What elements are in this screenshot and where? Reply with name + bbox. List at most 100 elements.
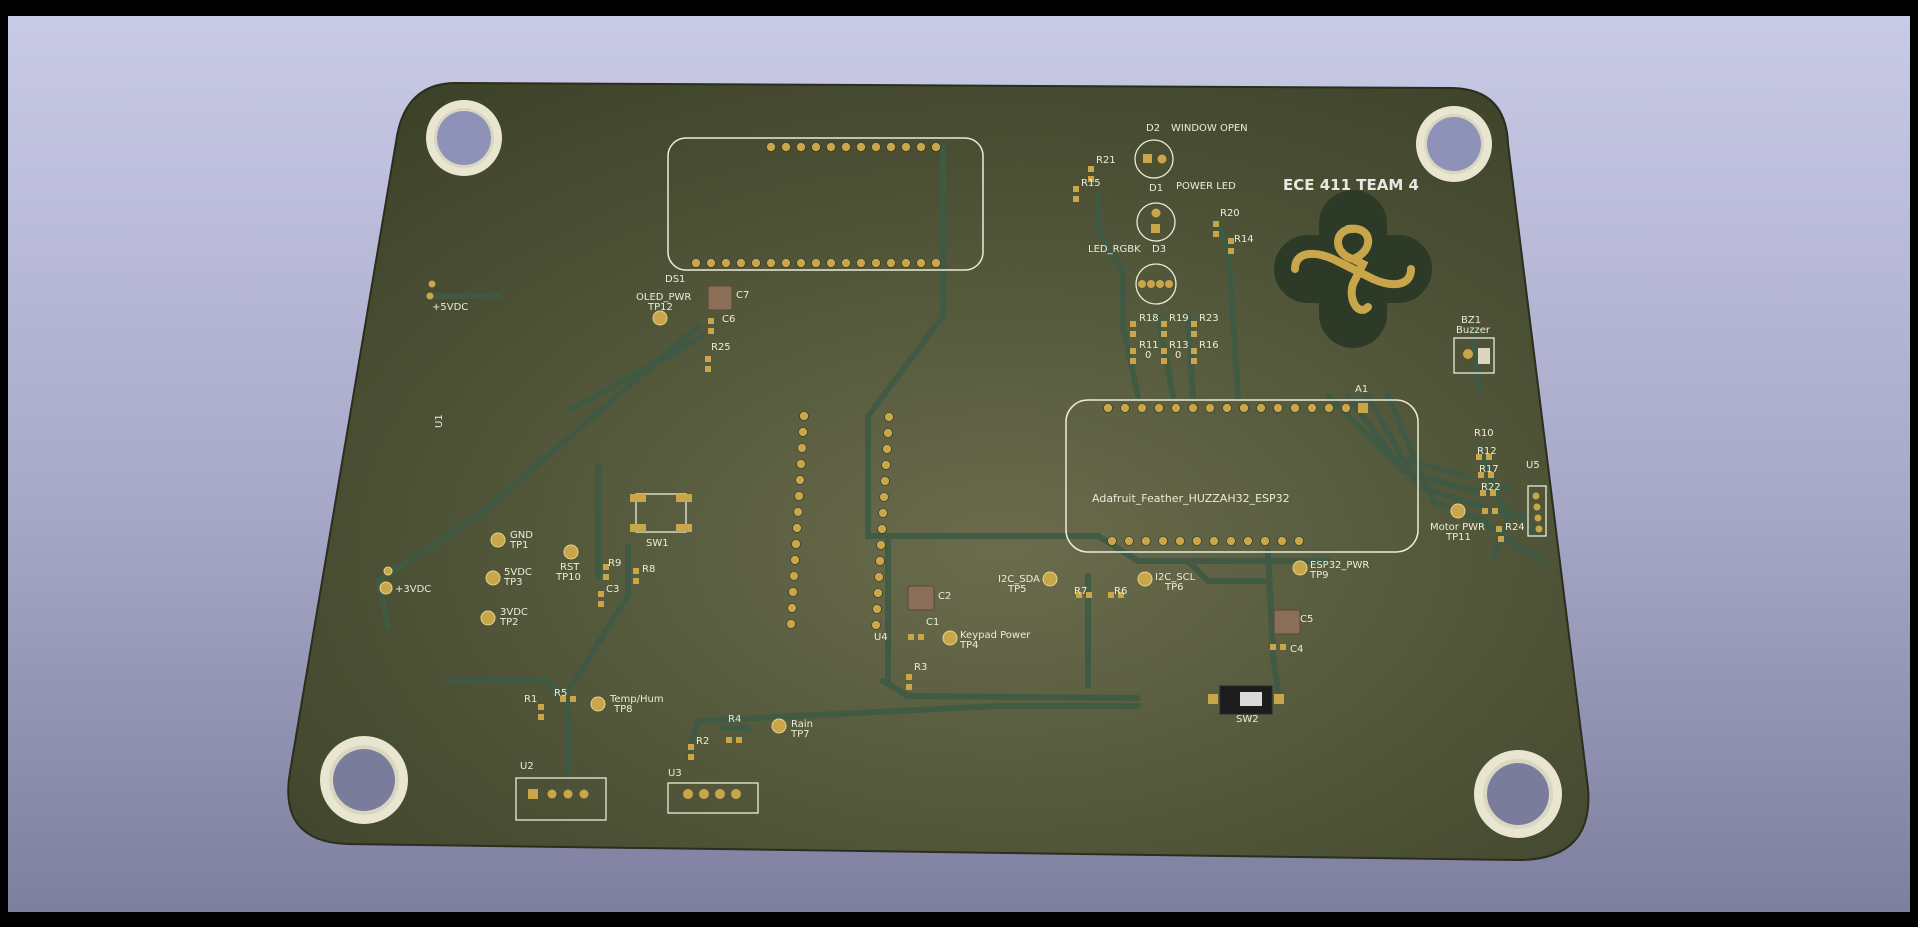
label-r10: R10 (1474, 428, 1494, 439)
bz1-buzzer (1453, 337, 1495, 374)
board-title: ECE 411 TEAM 4 (1283, 176, 1419, 194)
label-tp5: TP5 (1007, 584, 1027, 595)
label-u4: U4 (874, 632, 888, 643)
label-d2: D2 (1146, 123, 1160, 134)
pcb-board-render: ECE 411 TEAM 4 DS1 C7 OLED_PWR TP12 C6 R… (287, 81, 1590, 862)
label-tp12: TP12 (647, 302, 673, 313)
label-u2: U2 (520, 761, 534, 772)
label-esp32-pwr: ESP32_PWR (1310, 560, 1369, 571)
label-motor-pwr: Motor PWR (1430, 522, 1485, 533)
label-d3: D3 (1152, 244, 1166, 255)
label-3vdc: 3VDC (500, 607, 528, 618)
sw2-slide-switch (1208, 685, 1284, 715)
capacitor-bodies (707, 285, 1301, 635)
label-ds1: DS1 (665, 274, 685, 285)
label-bz1: BZ1 (1461, 315, 1481, 326)
u5-connector (1527, 485, 1547, 537)
label-r9: R9 (608, 558, 621, 569)
label-r17: R17 (1479, 464, 1499, 475)
label-5vdc: 5VDC (504, 567, 532, 578)
label-c2: C2 (938, 591, 951, 602)
plus-5vdc-pads (426, 280, 436, 300)
label-c5: C5 (1300, 614, 1313, 625)
label-oled-pwr: OLED_PWR (636, 292, 691, 303)
label-r24: R24 (1505, 522, 1525, 533)
led-d3 (1135, 263, 1177, 305)
label-r16: R16 (1199, 340, 1219, 351)
label-temp-hum: Temp/Hum (609, 694, 664, 705)
board-outline (287, 81, 1590, 862)
label-r15: R15 (1081, 178, 1101, 189)
label-r18: R18 (1139, 313, 1159, 324)
led-d2 (1134, 139, 1174, 179)
label-rain: Rain (791, 719, 813, 730)
label-power-led: POWER LED (1176, 181, 1236, 192)
label-tp1: TP1 (509, 540, 529, 551)
label-sw2: SW2 (1236, 714, 1259, 725)
ds1-footprint (667, 137, 984, 271)
label-u1: U1 (434, 414, 445, 428)
u4-header-pads (786, 411, 894, 630)
label-tp6: TP6 (1164, 582, 1184, 593)
label-c4: C4 (1290, 644, 1303, 655)
label-r20: R20 (1220, 208, 1240, 219)
u2-connector (515, 777, 607, 821)
label-tp9: TP9 (1309, 570, 1329, 581)
mounting-holes (320, 100, 1562, 838)
label-keypad-power: Keypad Power (960, 630, 1031, 641)
test-points (379, 310, 1466, 734)
label-r3: R3 (914, 662, 927, 673)
label-r13-value: 0 (1175, 350, 1181, 361)
label-plus-3vdc: +3VDC (395, 584, 431, 595)
led-d1 (1136, 202, 1176, 242)
label-c3: C3 (606, 584, 619, 595)
label-r5: R5 (554, 688, 567, 699)
label-c7: C7 (736, 290, 749, 301)
label-r21: R21 (1096, 155, 1116, 166)
label-c1: C1 (926, 617, 939, 628)
label-i2c-sda: I2C_SDA (998, 574, 1040, 585)
label-feather-name: Adafruit_Feather_HUZZAH32_ESP32 (1092, 492, 1290, 505)
u3-connector (667, 782, 759, 814)
label-r7: R7 (1074, 586, 1087, 597)
label-tp2: TP2 (499, 617, 519, 628)
label-r14: R14 (1234, 234, 1254, 245)
label-buzzer: Buzzer (1456, 325, 1491, 336)
a1-feather-footprint (1065, 399, 1419, 553)
label-r12: R12 (1477, 446, 1497, 457)
label-i2c-scl: I2C_SCL (1155, 572, 1196, 583)
label-r13: R13 (1169, 340, 1189, 351)
label-r22: R22 (1481, 482, 1501, 493)
label-tp3: TP3 (503, 577, 523, 588)
label-plus-5vdc: +5VDC (432, 302, 468, 313)
label-c6: C6 (722, 314, 735, 325)
label-r4: R4 (728, 714, 741, 725)
label-r11-value: 0 (1145, 350, 1151, 361)
label-r19: R19 (1169, 313, 1189, 324)
label-tp10: TP10 (555, 572, 581, 583)
3d-viewer-viewport[interactable]: ECE 411 TEAM 4 DS1 C7 OLED_PWR TP12 C6 R… (8, 16, 1910, 912)
label-sw1: SW1 (646, 538, 669, 549)
label-u5: U5 (1526, 460, 1540, 471)
label-r8: R8 (642, 564, 655, 575)
smd-component-pads (538, 166, 1504, 760)
label-rst: RST (560, 562, 580, 573)
label-led-rgbk: LED_RGBK (1088, 244, 1141, 255)
label-u3: U3 (668, 768, 682, 779)
label-tp7: TP7 (790, 729, 810, 740)
team-logo (1273, 190, 1432, 348)
label-r23: R23 (1199, 313, 1219, 324)
label-tp11: TP11 (1445, 532, 1471, 543)
label-gnd: GND (510, 530, 533, 541)
label-r1: R1 (524, 694, 537, 705)
label-a1: A1 (1355, 384, 1368, 395)
sw1-footprint (630, 493, 692, 533)
label-tp4: TP4 (959, 640, 979, 651)
label-r2: R2 (696, 736, 709, 747)
label-r6: R6 (1114, 586, 1127, 597)
silkscreen-labels: ECE 411 TEAM 4 DS1 C7 OLED_PWR TP12 C6 R… (395, 123, 1540, 779)
label-d1: D1 (1149, 183, 1163, 194)
copper-traces (374, 143, 1546, 779)
label-window-open: WINDOW OPEN (1171, 123, 1248, 134)
label-r25: R25 (711, 342, 731, 353)
